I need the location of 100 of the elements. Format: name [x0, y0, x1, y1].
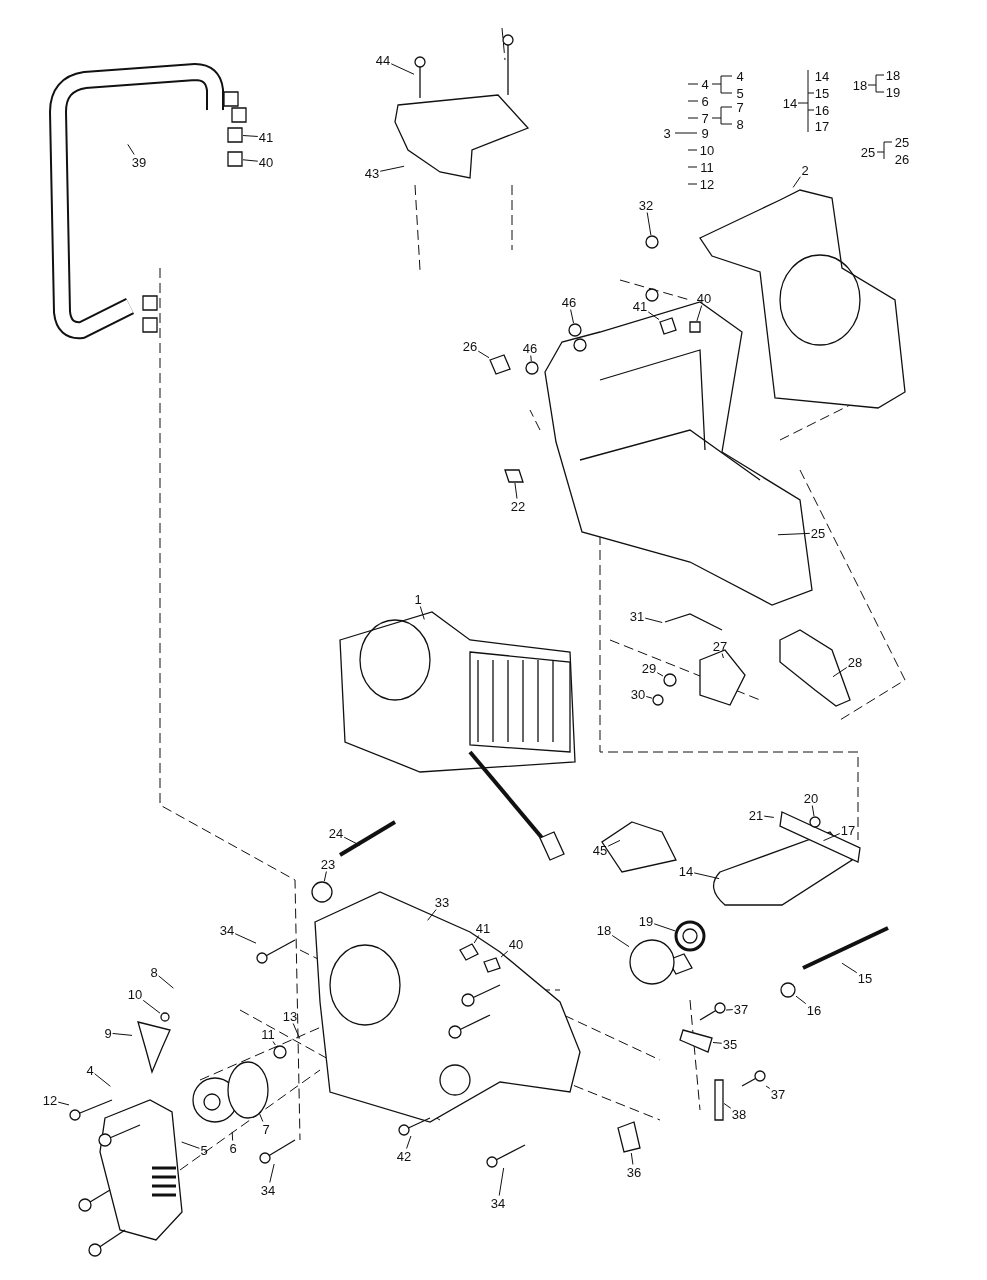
callout-number: 40: [257, 154, 275, 170]
callout-number: 26: [461, 338, 479, 354]
leader-line: [763, 815, 775, 818]
callout-number: 20: [802, 790, 820, 806]
callout-number: 36: [625, 1164, 643, 1180]
round-part: [629, 939, 675, 985]
leader-line: [158, 975, 174, 989]
callout-number: 18: [595, 922, 613, 938]
callout-number: 40: [507, 936, 525, 952]
callout-number: 46: [521, 340, 539, 356]
leader-line: [645, 695, 653, 699]
round-part: [652, 694, 664, 706]
clip-part: [659, 317, 677, 335]
callout-number: 42: [395, 1148, 413, 1164]
leader-line: [142, 999, 161, 1014]
callout-number: 34: [259, 1182, 277, 1198]
callout-number: 37: [732, 1001, 750, 1017]
leader-line: [498, 1167, 505, 1196]
leader-line: [646, 212, 652, 236]
leader-line: [723, 1103, 732, 1109]
leader-line: [570, 309, 574, 324]
callout-number: 35: [721, 1036, 739, 1052]
screw-part: [256, 940, 295, 964]
leader-line: [343, 836, 361, 846]
leader-line: [653, 923, 676, 932]
leader-line: [234, 933, 257, 944]
round-part: [780, 982, 796, 998]
leader-line: [258, 1112, 264, 1122]
round-part: [160, 1012, 170, 1022]
leader-line: [823, 833, 841, 842]
callout-number: 6: [228, 1140, 238, 1156]
leader-line: [112, 1032, 133, 1036]
leader-line: [473, 935, 480, 944]
screw-part: [414, 56, 426, 98]
screw-part: [700, 1002, 726, 1020]
callout-number: 13: [281, 1008, 299, 1024]
callout-number: 23: [319, 856, 337, 872]
index-number: 14: [781, 95, 799, 111]
leader-line: [427, 909, 437, 921]
leader-line: [656, 672, 664, 677]
round-part: [273, 1045, 287, 1059]
index-number: 5: [735, 85, 745, 101]
leader-line: [811, 805, 815, 817]
callout-number: 17: [839, 822, 857, 838]
clip-part: [617, 1121, 641, 1153]
leader-line: [647, 311, 660, 321]
index-number: 7: [735, 99, 745, 115]
leader-line: [94, 1073, 111, 1087]
round-part: [663, 673, 677, 687]
callout-number: 45: [591, 842, 609, 858]
clip-part: [227, 127, 243, 143]
callout-number: 34: [218, 922, 236, 938]
leader-line: [323, 871, 327, 882]
callout-number: 11: [260, 1026, 276, 1042]
leader-line: [765, 1085, 771, 1089]
callout-number: 29: [640, 660, 658, 676]
leader-line: [181, 1141, 200, 1149]
leader-line: [127, 143, 135, 155]
callout-number: 37: [769, 1086, 787, 1102]
callout-number: 41: [631, 298, 649, 314]
callout-number: 24: [327, 825, 345, 841]
leader-line: [269, 1163, 275, 1183]
clip-part: [489, 354, 511, 375]
callout-number: 31: [628, 608, 646, 624]
callout-number: 39: [130, 154, 148, 170]
leader-line: [231, 1131, 234, 1141]
callout-number: 12: [41, 1092, 59, 1108]
screw-part: [486, 1145, 525, 1168]
callout-number: 34: [489, 1195, 507, 1211]
callout-number: 1: [413, 591, 423, 607]
leader-line: [644, 617, 663, 623]
callout-number: 33: [433, 894, 451, 910]
clip-part: [459, 943, 479, 961]
leader-line: [242, 159, 259, 162]
leader-line: [514, 482, 518, 499]
callout-number: 44: [374, 52, 392, 68]
index-number: 4: [735, 68, 745, 84]
round-part: [645, 235, 659, 249]
leader-line: [500, 950, 509, 958]
index-number: 10: [698, 142, 716, 158]
index-number: 8: [735, 116, 745, 132]
callout-number: 41: [474, 920, 492, 936]
leader-line: [611, 935, 630, 948]
callout-number: 4: [85, 1062, 95, 1078]
callout-number: 9: [103, 1025, 113, 1041]
ring-part: [675, 921, 705, 951]
callout-number: 5: [199, 1142, 209, 1158]
round-part: [568, 323, 582, 337]
round-part: [311, 881, 333, 903]
index-number: 16: [813, 102, 831, 118]
callout-number: 7: [261, 1121, 271, 1137]
leader-line: [841, 962, 858, 974]
index-number: 4: [700, 76, 710, 92]
screw-part: [259, 1140, 295, 1164]
leader-line: [777, 532, 811, 536]
leader-line: [272, 1041, 276, 1046]
leader-line: [795, 995, 807, 1005]
screw-part: [742, 1070, 766, 1086]
index-number: 14: [813, 68, 831, 84]
callout-number: 15: [856, 970, 874, 986]
